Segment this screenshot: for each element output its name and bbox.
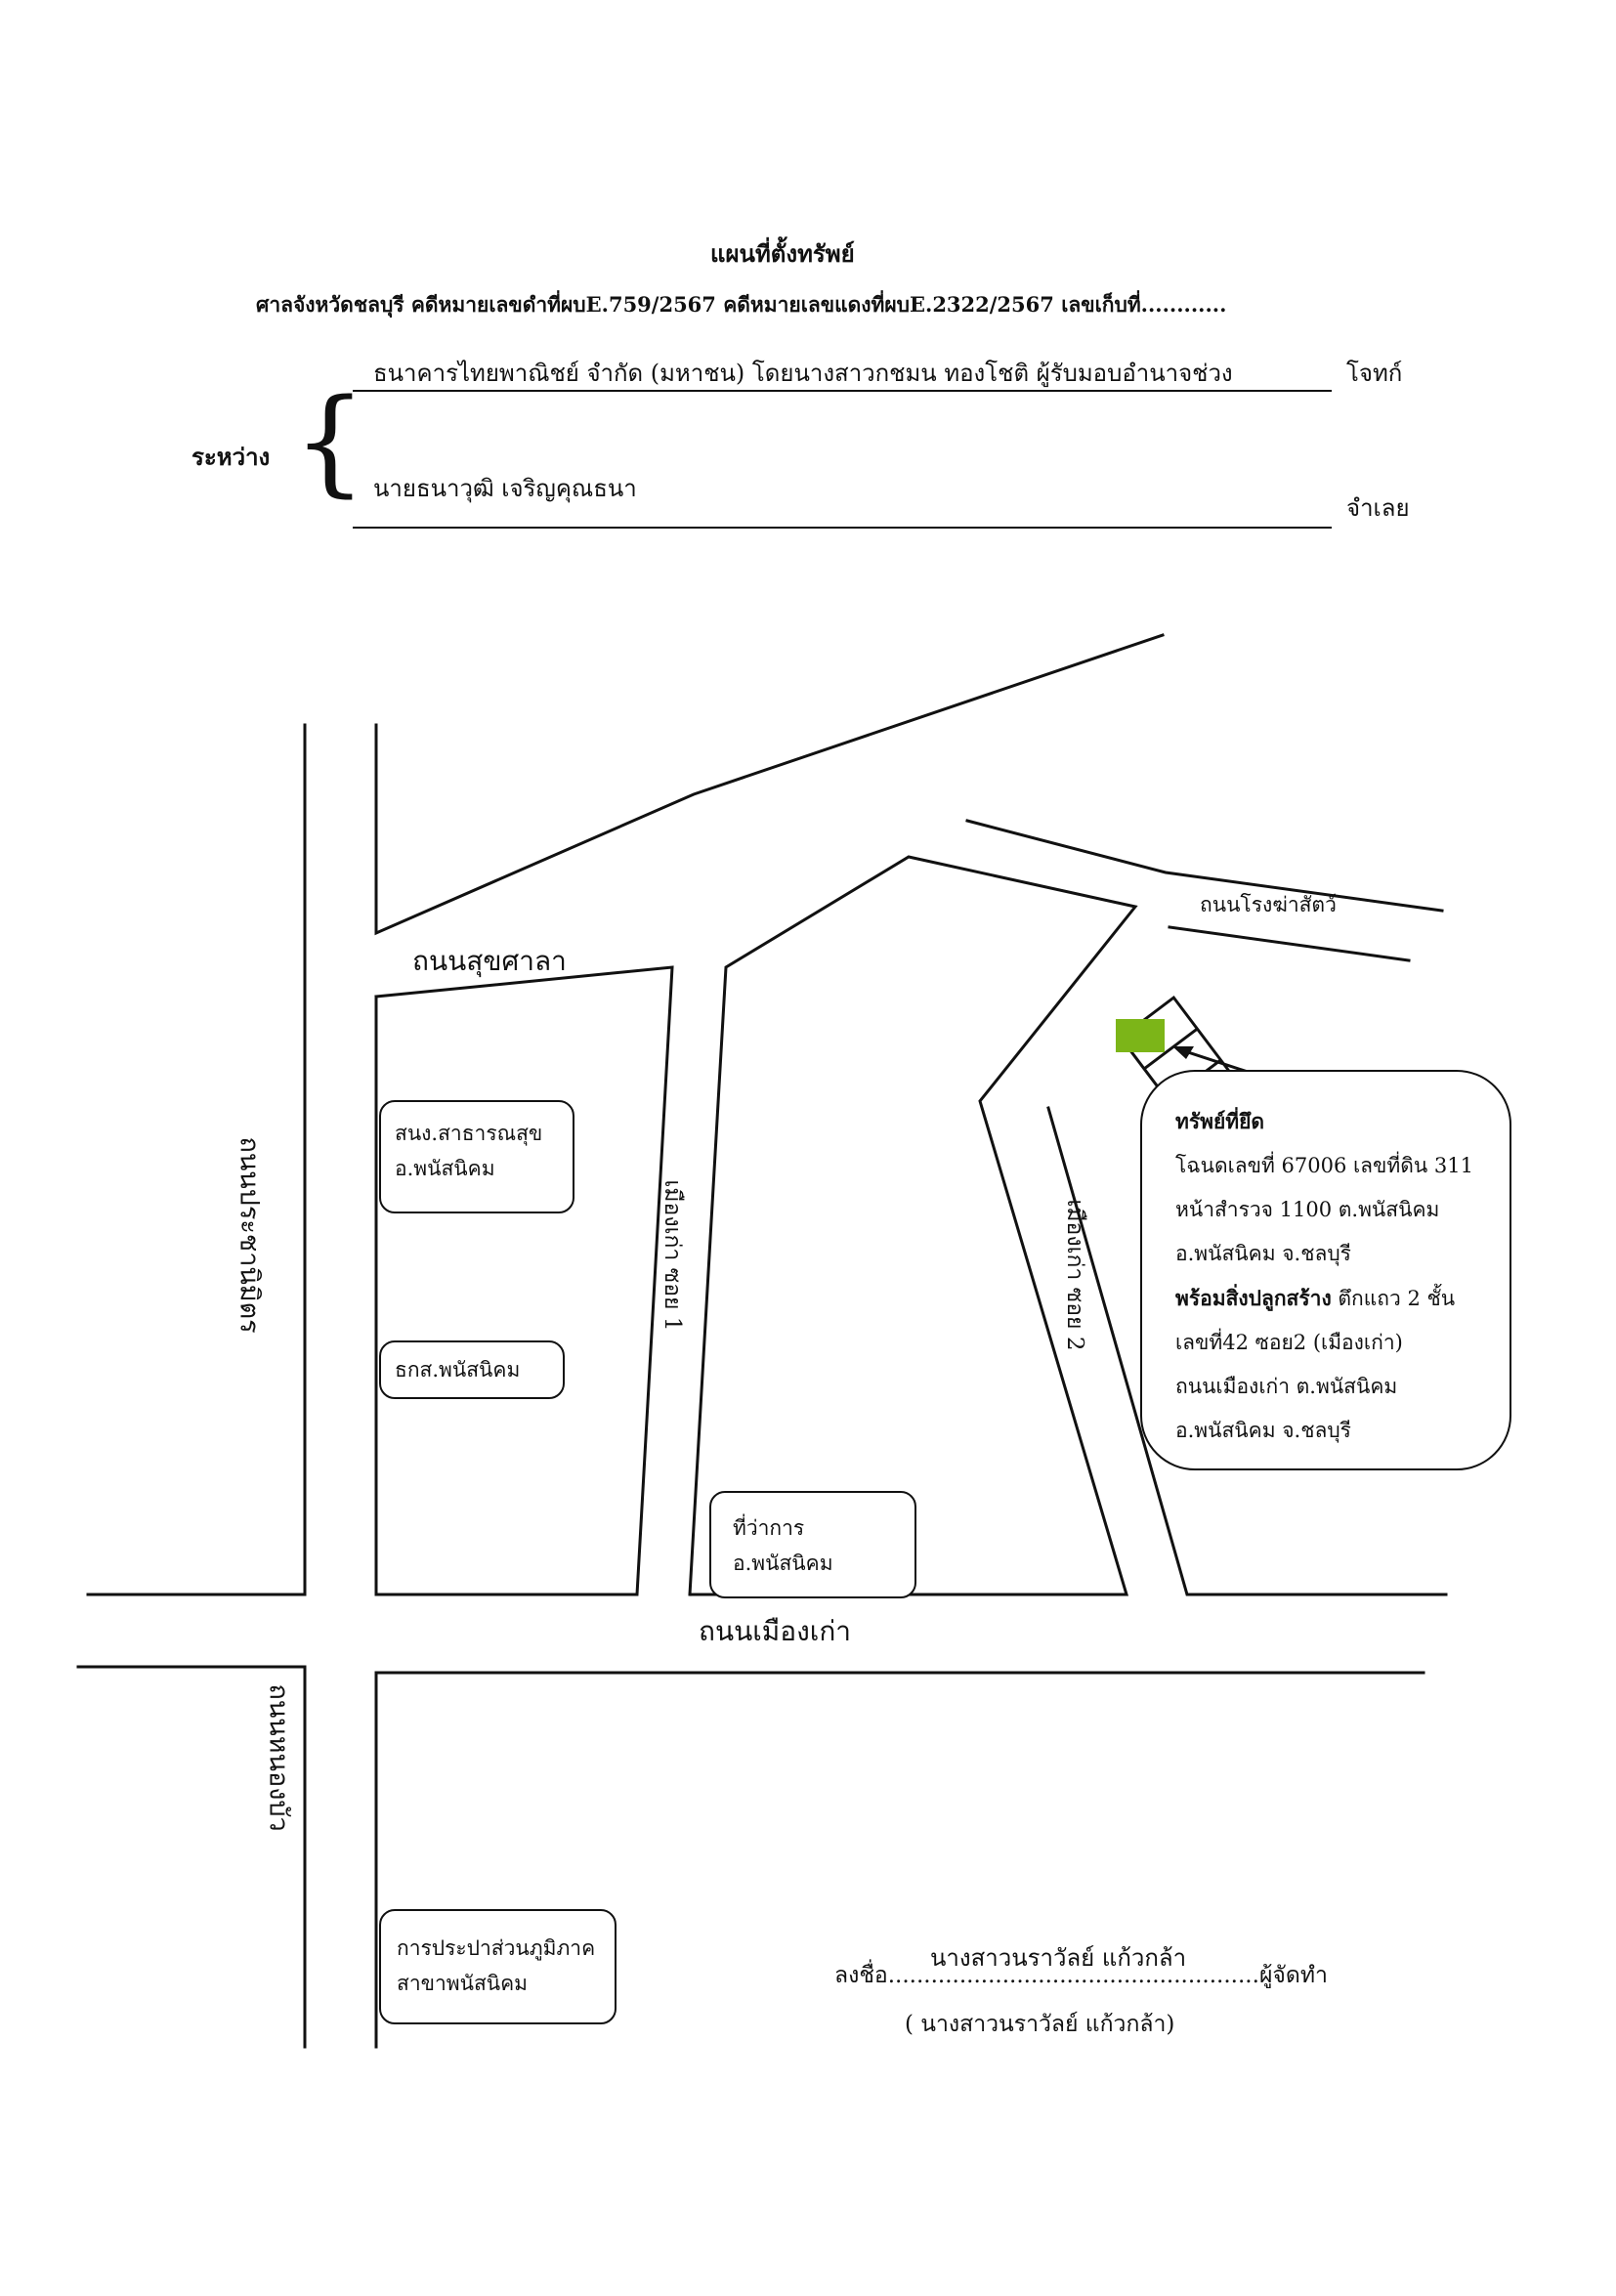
seized-property-marker xyxy=(1116,1019,1165,1052)
baac-box: ธกส.พนัสนิคม xyxy=(379,1340,565,1399)
property-line-2: หน้าสำรวจ 1100 ต.พนัสนิคม xyxy=(1175,1198,1440,1221)
signed-name: นางสาวนราวัลย์ แก้วกล้า xyxy=(930,1944,1187,1972)
property-line-7: อ.พนัสนิคม จ.ชลบุรี xyxy=(1175,1419,1351,1442)
rongkhasat-road-edge xyxy=(1168,925,1411,962)
soi2-east-edge xyxy=(1046,1106,1448,1596)
printed-name: ( นางสาวนราวัลย์ แก้วกล้า) xyxy=(905,2012,1175,2037)
health-office-line-1: สนง.สาธารณสุข xyxy=(395,1122,543,1145)
property-line-3: อ.พนัสนิคม จ.ชลบุรี xyxy=(1175,1242,1351,1265)
property-line-6: ถนนเมืองเก่า ต.พนัสนิคม xyxy=(1175,1375,1398,1398)
property-line-4: พร้อมสิ่งปลูกสร้าง ตึกแถว 2 ชั้น xyxy=(1175,1276,1510,1321)
muangkao-south-west xyxy=(76,1665,307,2049)
district-office-line-2: อ.พนัสนิคม xyxy=(733,1552,833,1575)
sukhsala-road-north-edge xyxy=(374,633,1165,936)
between-label: ระหว่าง xyxy=(191,443,271,471)
road-label-soi2: เมืองเก่า ซอย 2 xyxy=(1062,1199,1087,1351)
waterworks-line-2: สาขาพนัสนิคม xyxy=(397,1972,529,1995)
waterworks-line-1: การประปาส่วนภูมิภาค xyxy=(397,1936,596,1960)
property-line-5: เลขที่42 ซอย2 (เมืองเก่า) xyxy=(1175,1331,1403,1354)
block-west xyxy=(374,965,674,1596)
road-label-muangkao: ถนนเมืองเก่า xyxy=(699,1615,851,1647)
sign-dots: ........................................… xyxy=(887,1963,1259,1988)
map-title: แผนที่ตั้งทรัพย์ xyxy=(710,239,855,268)
brace-symbol: { xyxy=(293,373,367,508)
road-label-prachanimit: ถนนประชานิมิตร xyxy=(234,1136,265,1334)
muangkao-south-east xyxy=(374,1671,1425,2049)
upper-right-road-edge xyxy=(965,819,1444,913)
defendant-role: จำเลย xyxy=(1346,494,1410,522)
health-office-box: สนง.สาธารณสุข อ.พนัสนิคม xyxy=(379,1100,574,1213)
property-line-1: โฉนดเลขที่ 67006 เลขที่ดิน 311 xyxy=(1175,1154,1473,1177)
road-label-nongbua: ถนนหนองบัว xyxy=(263,1683,294,1832)
pointer-arrow-head xyxy=(1172,1046,1194,1059)
road-label-rongkhasat: ถนนโรงฆ่าสัตว์ xyxy=(1200,893,1337,916)
plaintiff-role: โจทก์ xyxy=(1346,360,1403,387)
pointer-arrow-line xyxy=(1180,1048,1253,1075)
sign-role: ผู้จัดทำ xyxy=(1258,1963,1328,1988)
health-office-line-2: อ.พนัสนิคม xyxy=(395,1157,495,1180)
defendant-name: นายธนาวุฒิ เจริญคุณธนา xyxy=(373,475,637,502)
seized-property-box: ทรัพย์ที่ยึด โฉนดเลขที่ 67006 เลขที่ดิน … xyxy=(1140,1070,1511,1470)
property-line-4-bold: พร้อมสิ่งปลูกสร้าง xyxy=(1175,1286,1332,1310)
sign-line: ลงชื่อ..................................… xyxy=(834,1958,1328,1993)
road-label-sukhsala: ถนนสุขศาลา xyxy=(412,945,567,977)
road-label-soi1: เมืองเก่า ซอย 1 xyxy=(659,1179,685,1332)
baac-label: ธกส.พนัสนิคม xyxy=(395,1358,521,1382)
sign-prefix: ลงชื่อ xyxy=(834,1963,888,1988)
court-case-line: ศาลจังหวัดชลบุรี คดีหมายเลขดำที่ผบE.759/… xyxy=(256,292,1227,317)
property-line-4-rest: ตึกแถว 2 ชั้น xyxy=(1331,1287,1456,1310)
district-office-line-1: ที่ว่าการ xyxy=(733,1516,805,1540)
block-central xyxy=(688,855,1138,1596)
district-office-box: ที่ว่าการ อ.พนัสนิคม xyxy=(709,1491,916,1598)
property-heading: ทรัพย์ที่ยึด xyxy=(1175,1109,1265,1133)
prachanimit-road-left-edge xyxy=(86,723,307,1596)
waterworks-box: การประปาส่วนภูมิภาค สาขาพนัสนิคม xyxy=(379,1909,617,2024)
plaintiff-name: ธนาคารไทยพาณิชย์ จำกัด (มหาชน) โดยนางสาว… xyxy=(373,360,1233,387)
